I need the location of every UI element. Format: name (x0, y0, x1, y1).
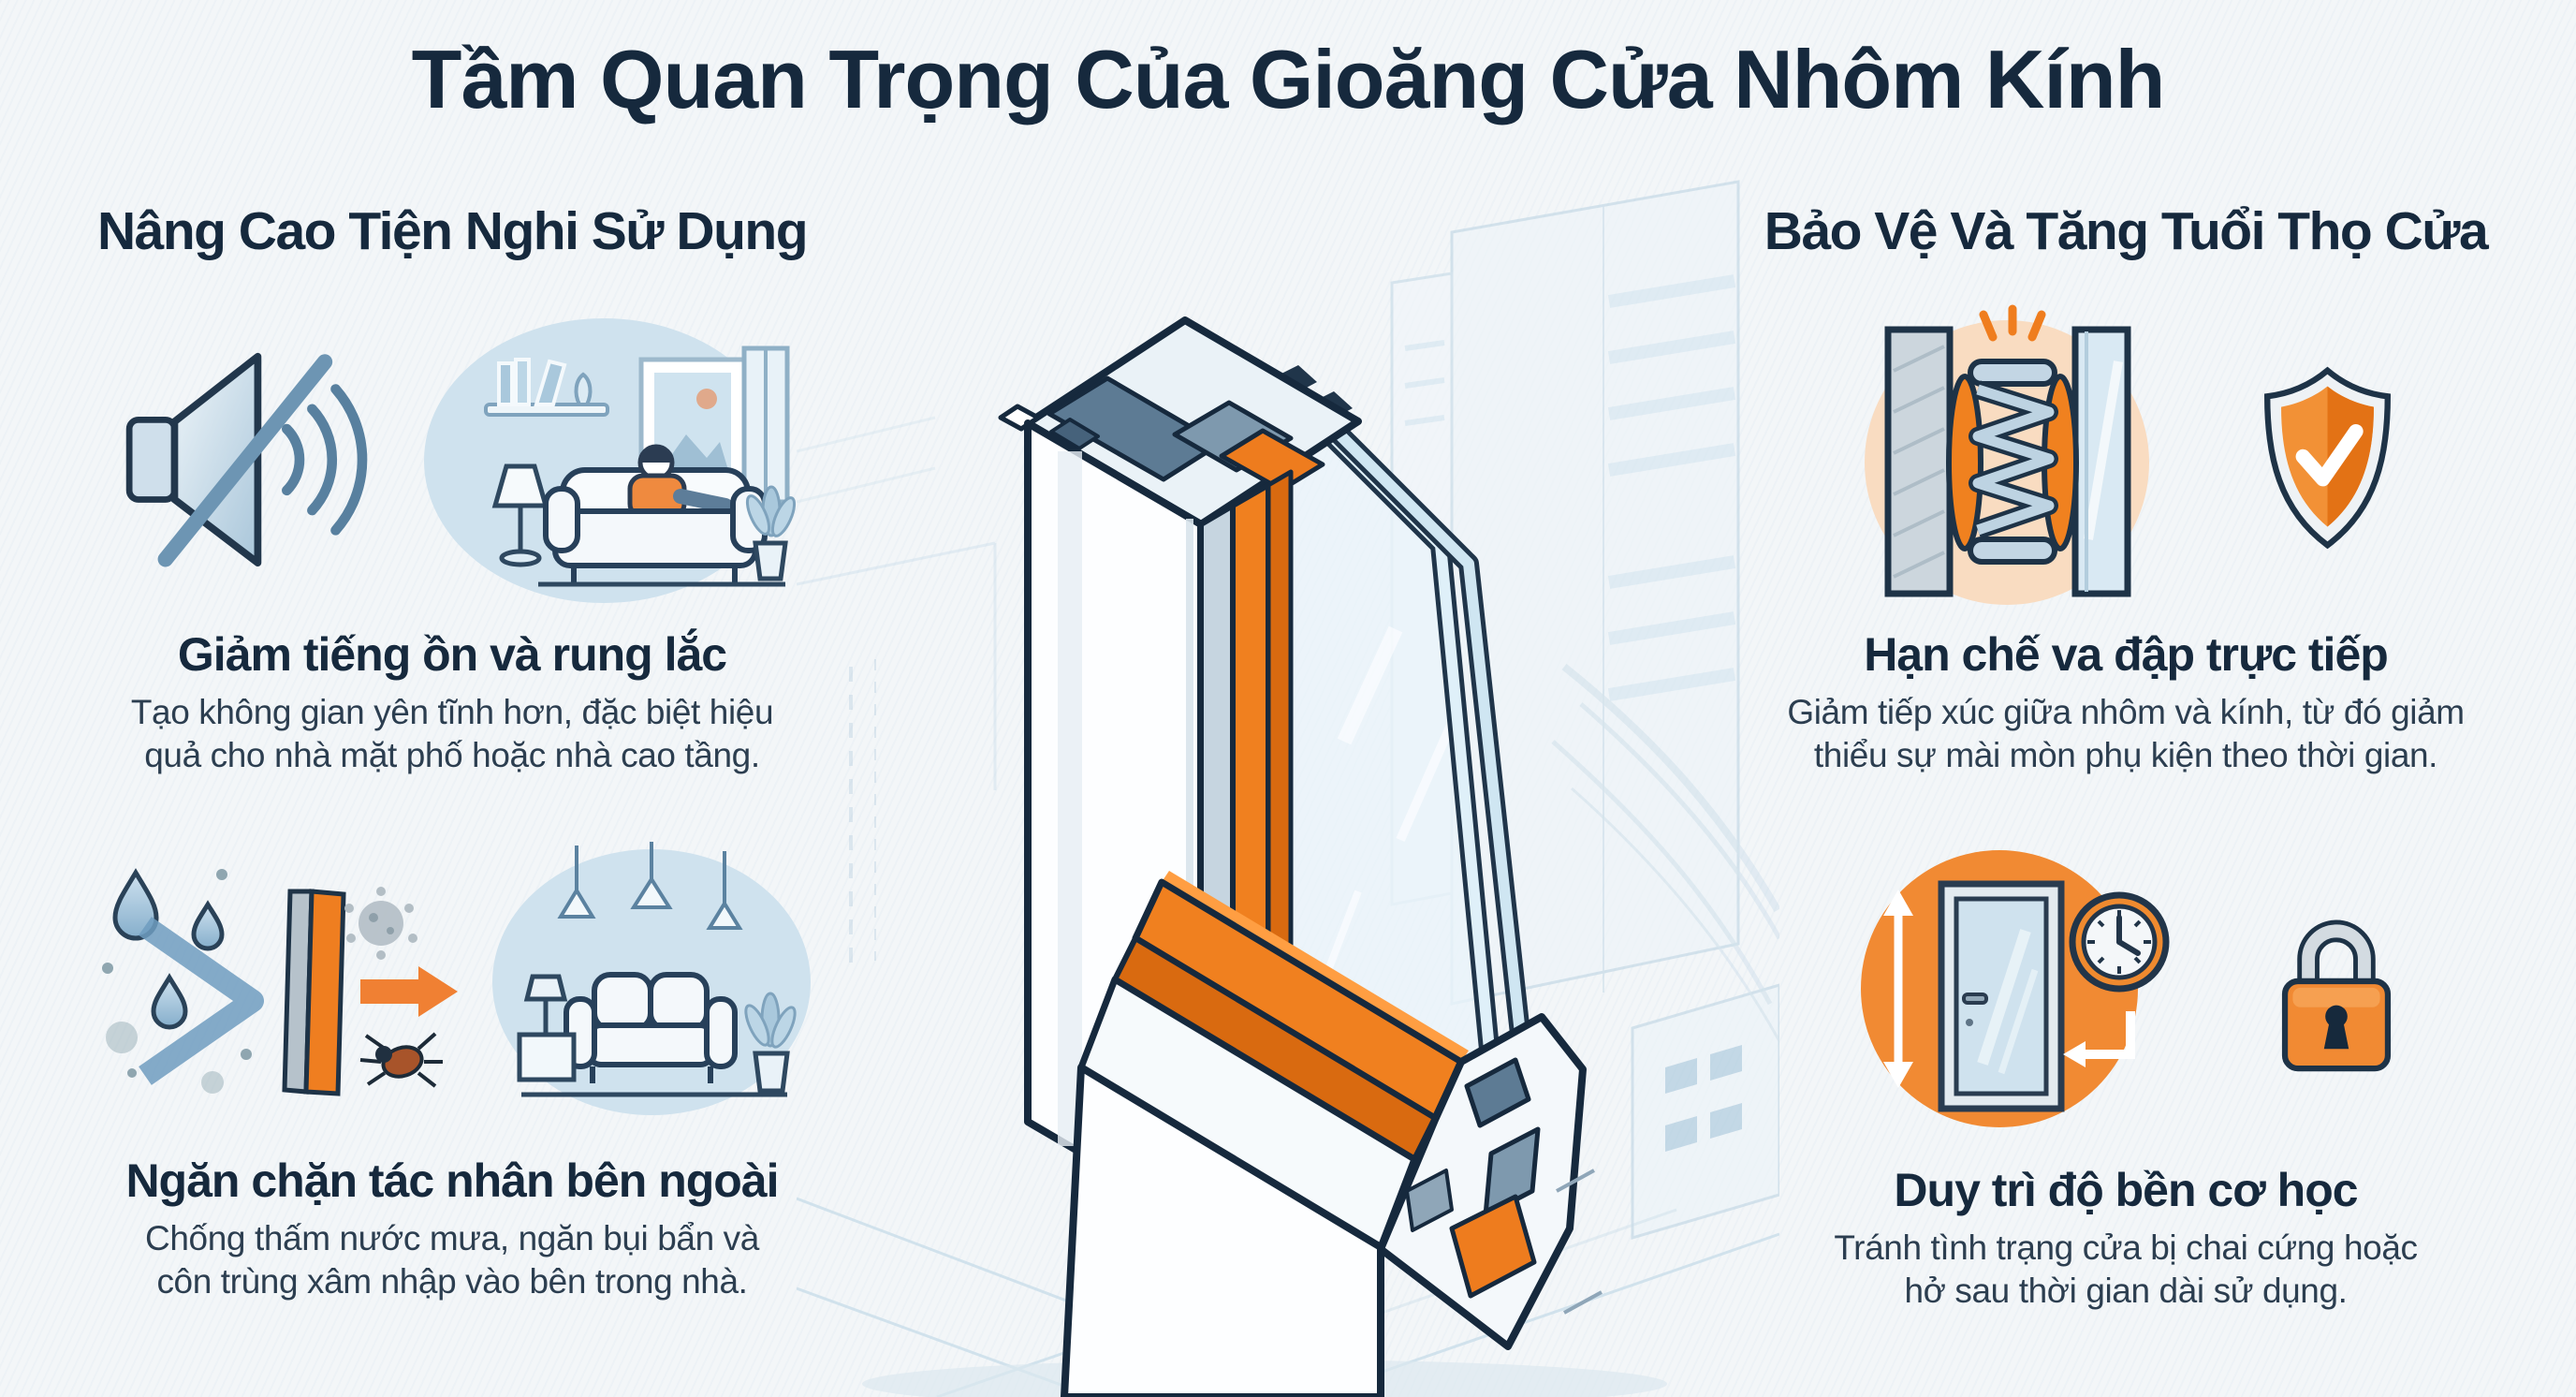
relaxing-living-room-illustration (424, 318, 797, 603)
loveseat (564, 971, 738, 1083)
aluminum-bar (1884, 326, 1953, 597)
right-body-2: Tránh tình trạng cửa bị chai cứng hoặc h… (1834, 1228, 2418, 1310)
side-table-lamp (517, 974, 577, 1082)
pendant-lights (557, 841, 743, 930)
right-column: Bảo Vệ Và Tăng Tuổi Thọ Cửa (1739, 200, 2512, 1313)
left-subheading-1: Giảm tiếng ồn và rung lắc (177, 628, 727, 681)
left-body-1: Tạo không gian yên tĩnh hơn, đặc biệt hi… (130, 693, 774, 774)
clock (2069, 891, 2170, 993)
weather-dust-insect-barrier-icon (102, 867, 458, 1096)
dust-particles (102, 868, 252, 1094)
gasket-compression-icon (1864, 304, 2149, 605)
insect (359, 1032, 443, 1088)
sofa-with-person (543, 444, 768, 582)
right-body-1: Giảm tiếp xúc giữa nhôm và kính, từ đó g… (1787, 693, 2465, 774)
left-icons-protection (80, 837, 825, 1127)
muted-speaker-icon (125, 352, 368, 567)
glass-door (1938, 880, 2065, 1112)
water-drops (112, 867, 225, 1030)
wind-chevron (139, 916, 264, 1085)
glass-bar (2071, 326, 2130, 597)
checkmark (2295, 423, 2364, 487)
door-handle (1962, 992, 1988, 1005)
right-subheading-2: Duy trì độ bền cơ học (1894, 1163, 2358, 1216)
padlock-icon (2281, 919, 2392, 1072)
pass-through-arrow (360, 965, 458, 1017)
right-heading: Bảo Vệ Và Tăng Tuổi Thọ Cửa (1764, 201, 2489, 261)
compressed-spring (1967, 359, 2058, 565)
potted-plant (745, 485, 797, 581)
door-height-clock-icon (1861, 849, 2170, 1127)
right-icons-impact (1848, 303, 2405, 612)
left-icons-comfort (106, 303, 798, 612)
window (741, 346, 790, 505)
left-body-2: Chống thấm nước mưa, ngăn bụi bẩn và côn… (145, 1218, 759, 1301)
gasket-left (1945, 374, 1983, 551)
window-frame-cutaway-illustration (797, 180, 1779, 1397)
protected-living-room-illustration (492, 841, 811, 1115)
left-heading: Nâng Cao Tiện Nghi Sử Dụng (96, 201, 809, 261)
right-subheading-1: Hạn chế va đập trực tiếp (1864, 628, 2389, 681)
gasket-barrier (282, 889, 346, 1096)
virus-particle (344, 886, 417, 960)
right-icons-durability (1840, 837, 2411, 1137)
shield-check-icon (2263, 366, 2391, 550)
floor-lamp (491, 463, 549, 567)
left-subheading-2: Ngăn chặn tác nhân bên ngoài (125, 1154, 779, 1207)
height-arrow (1883, 889, 1913, 1088)
plant (744, 992, 797, 1094)
sill-profile-cutaway (1061, 871, 1603, 1397)
wall-shelf (484, 358, 609, 417)
left-column: Nâng Cao Tiện Nghi Sử Dụng (66, 200, 839, 1303)
return-arrow (2063, 1010, 2135, 1067)
page-title: Tầm Quan Trọng Của Gioăng Cửa Nhôm Kính (411, 33, 2166, 125)
keyhole (2323, 1005, 2349, 1050)
impact-sparks (1979, 304, 2045, 342)
